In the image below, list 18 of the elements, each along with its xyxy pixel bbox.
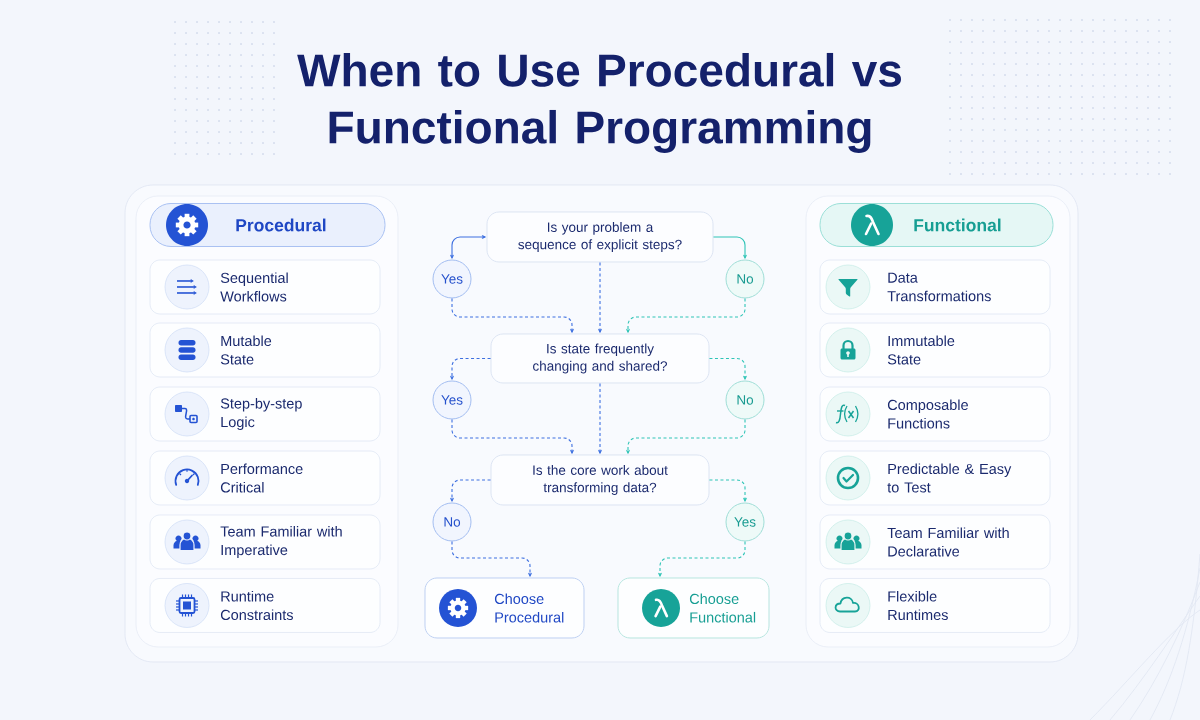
arrow [626,418,746,454]
title: When to Use Procedural vs Functional Programming [297,52,901,154]
arrow [598,382,602,454]
question-box: Is the core work about transforming data? [490,454,710,506]
arrow [451,297,574,333]
arrow [658,540,746,577]
arrow [450,357,492,380]
arrow [450,235,486,259]
arrow [708,357,747,380]
arrow [712,236,747,259]
arrow [598,261,602,333]
arrow [450,479,492,502]
arrow [626,297,746,333]
question-box: Is state frequently changing and shared? [490,333,710,384]
question-box: Is your problem a sequence of explicit steps? [486,211,714,263]
arrow [708,479,747,502]
arrow [451,418,574,454]
arrow [451,540,532,577]
